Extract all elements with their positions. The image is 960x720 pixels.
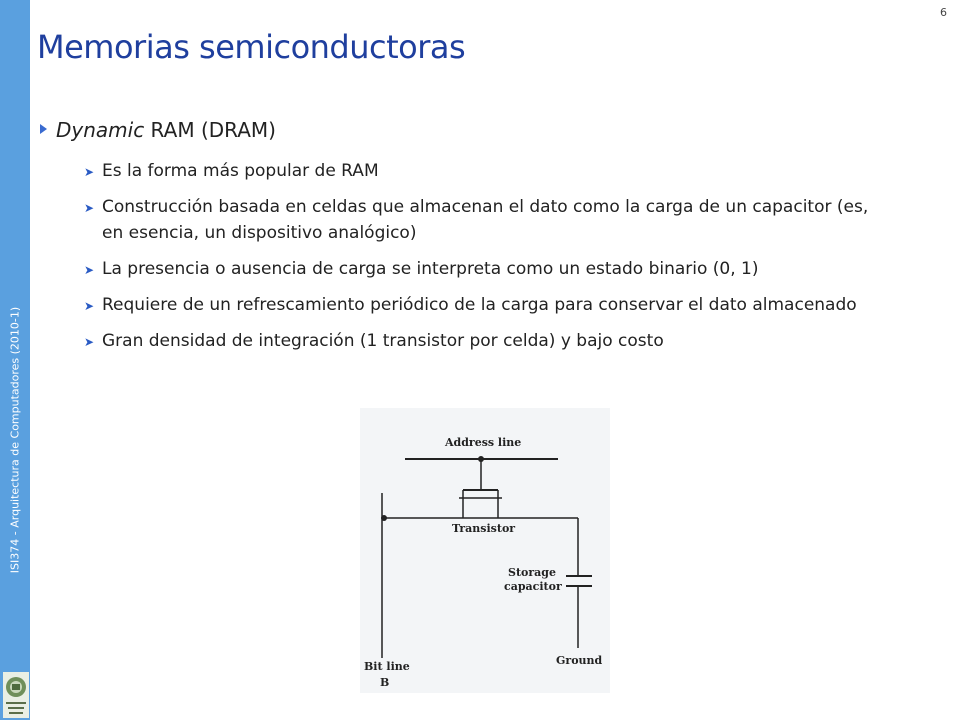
heading-rest: RAM (DRAM) [144,118,276,142]
transistor-label: Transistor [452,522,515,535]
dram-cell-diagram: Address line Transistor Bit line B Stora… [360,408,610,693]
bit-line-symbol: B [380,676,389,689]
bullet-text: Construcción basada en celdas que almace… [102,197,869,243]
university-seal-icon [3,672,29,718]
footer-course-text: ISI374 - Arquitectura de Computadores (2… [8,306,22,574]
bit-line-label: Bit line [364,660,410,673]
bullet-heading: Dynamic RAM (DRAM) [40,118,276,142]
slide-title: Memorias semiconductoras [37,28,466,66]
address-line-label: Address line [444,436,521,449]
bullet-text: Gran densidad de integración (1 transist… [102,331,664,351]
arrow-bullet-icon: ➤ [84,201,95,215]
list-item: ➤ La presencia o ausencia de carga se int… [84,256,884,282]
list-item: ➤ Requiere de un refrescamiento periódico… [84,292,884,318]
triangle-bullet-icon [40,124,47,134]
sidebar: ISI374 - Arquitectura de Computadores (2… [0,0,30,720]
capacitor-label: capacitor [504,580,562,593]
list-item: ➤ Construcción basada en celdas que almac… [84,194,884,246]
bullet-text: La presencia o ausencia de carga se inte… [102,259,759,279]
page-number: 6 [940,6,947,19]
ground-label: Ground [556,654,603,667]
list-item: ➤ Es la forma más popular de RAM [84,158,884,184]
bullet-list: ➤ Es la forma más popular de RAM ➤ Constru… [84,158,884,364]
storage-label: Storage [508,566,556,579]
bullet-text: Es la forma más popular de RAM [102,161,379,181]
arrow-bullet-icon: ➤ [84,299,95,313]
arrow-bullet-icon: ➤ [84,335,95,349]
arrow-bullet-icon: ➤ [84,165,95,179]
arrow-bullet-icon: ➤ [84,263,95,277]
heading-italic: Dynamic [56,118,145,142]
bullet-text: Requiere de un refrescamiento periódico … [102,295,857,315]
list-item: ➤ Gran densidad de integración (1 transis… [84,328,884,354]
